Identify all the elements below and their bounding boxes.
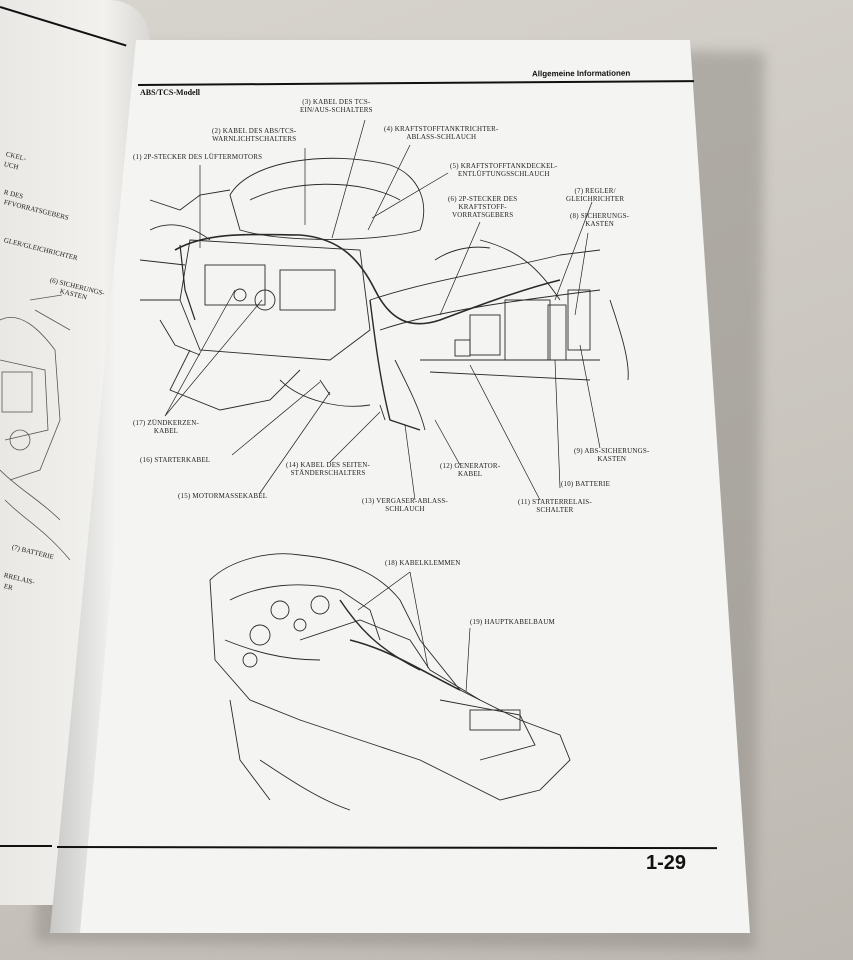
callout-4: (4) KRAFTSTOFFTANKTRICHTER-ABLASS-SCHLAU…	[384, 125, 499, 141]
callout-18: (18) KABELKLEMMEN	[385, 559, 461, 567]
callout-8: (8) SICHERUNGS-KASTEN	[570, 212, 630, 228]
callout-5: (5) KRAFTSTOFFTANKDECKEL-ENTLÜFTUNGSSCHL…	[450, 162, 558, 178]
callout-19: (19) HAUPTKABELBAUM	[470, 618, 555, 626]
callout-14: (14) KABEL DES SEITEN-STÄNDERSCHALTERS	[286, 461, 371, 477]
left-page-bottom-rule	[0, 845, 52, 847]
callout-9: (9) ABS-SICHERUNGS-KASTEN	[574, 447, 650, 463]
callout-7: (7) REGLER/GLEICHRICHTER	[566, 187, 625, 203]
callout-13: (13) VERGASER-ABLASS-SCHLAUCH	[362, 497, 448, 513]
section-title: ABS/TCS-Modell	[140, 88, 201, 97]
callout-1: (1) 2P-STECKER DES LÜFTERMOTORS	[133, 153, 263, 161]
callout-15: (15) MOTORMASSEKABEL	[178, 492, 268, 500]
callout-17: (17) ZÜNDKERZEN-KABEL	[133, 419, 199, 435]
callout-16: (16) STARTERKABEL	[140, 456, 211, 464]
page-number: 1-29	[646, 852, 687, 874]
callout-11: (11) STARTERRELAIS-SCHALTER	[518, 498, 592, 514]
callout-3: (3) KABEL DES TCS-EIN/AUS-SCHALTERS	[300, 98, 373, 114]
callout-12: (12) GENERATOR-KABEL	[440, 462, 501, 478]
callout-10: (10) BATTERIE	[561, 480, 611, 488]
right-page	[50, 40, 750, 933]
callout-2: (2) KABEL DES ABS/TCS-WARNLICHTSCHALTERS	[212, 127, 297, 143]
